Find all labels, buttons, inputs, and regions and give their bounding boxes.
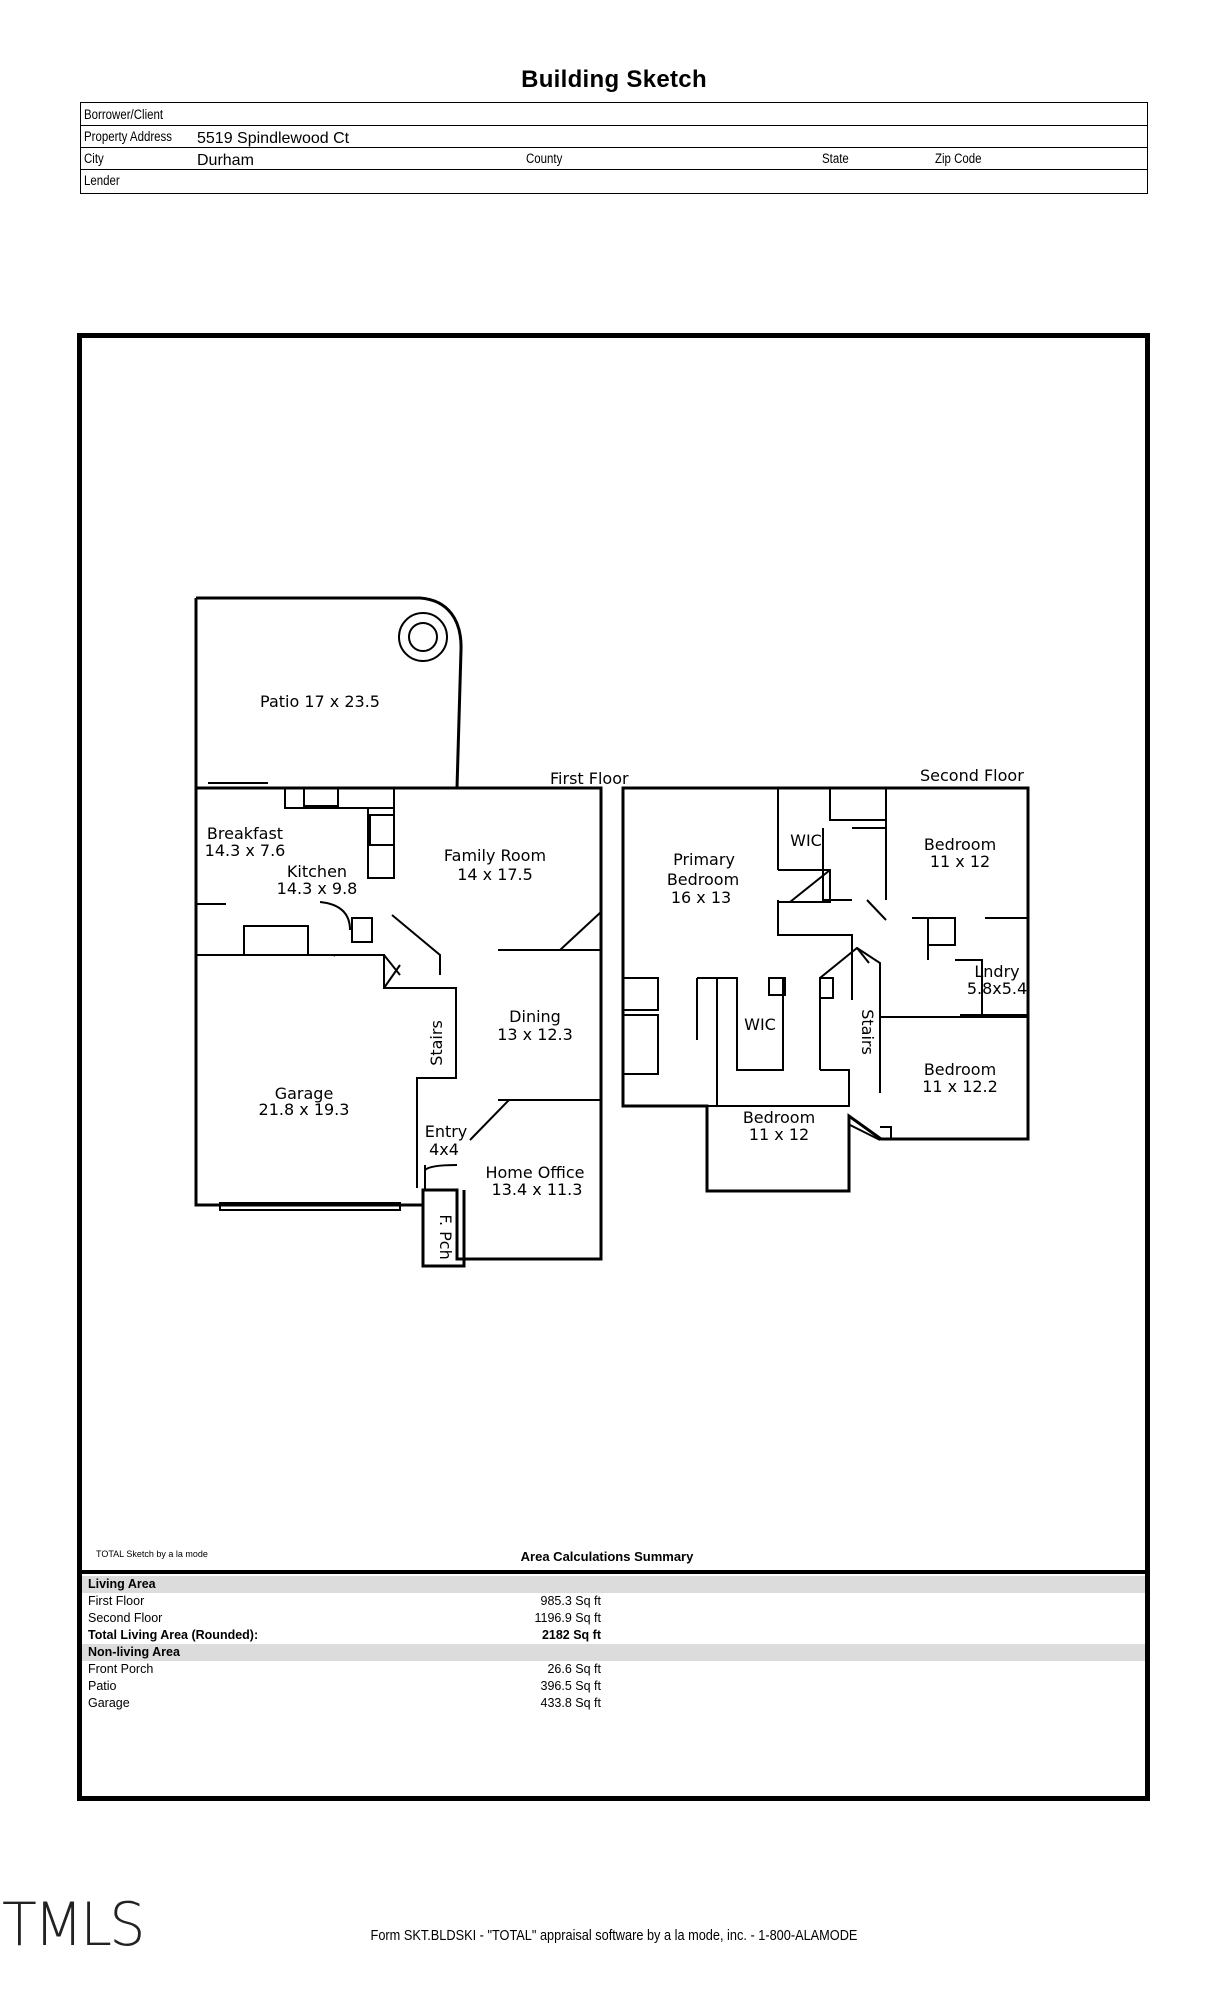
room-stairs-first: Stairs — [427, 1020, 446, 1066]
summary-title: Area Calculations Summary — [520, 1549, 694, 1564]
room-bedroom-1-name: Bedroom — [924, 835, 996, 854]
first-floor-row: First Floor 985.3 Sq ft — [82, 1593, 1145, 1610]
front-porch-value: 26.6 Sq ft — [547, 1662, 601, 1676]
room-entry-name: Entry — [425, 1122, 468, 1141]
sketch-credit: TOTAL Sketch by a la mode — [96, 1549, 208, 1559]
second-floor-row: Second Floor 1196.9 Sq ft — [82, 1610, 1145, 1627]
room-breakfast-name: Breakfast — [207, 824, 283, 843]
zip-label: Zip Code — [935, 151, 982, 166]
city-value: Durham — [197, 152, 254, 169]
room-dining-name: Dining — [509, 1007, 561, 1026]
front-porch-label: Front Porch — [88, 1662, 154, 1676]
room-family-dim: 14 x 17.5 — [457, 865, 533, 884]
city-row: City Durham County State Zip Code — [81, 147, 1147, 170]
garage-row: Garage 433.8 Sq ft — [82, 1695, 1145, 1712]
total-living-row: Total Living Area (Rounded): 2182 Sq ft — [82, 1627, 1145, 1644]
room-garage-dim: 21.8 x 19.3 — [259, 1100, 350, 1119]
room-family-name: Family Room — [444, 846, 546, 865]
room-kitchen-dim: 14.3 x 9.8 — [277, 879, 358, 898]
address-label: Property Address — [84, 129, 173, 144]
address-row: Property Address 5519 Spindlewood Ct — [81, 125, 1147, 148]
room-dining-dim: 13 x 12.3 — [497, 1025, 573, 1044]
front-porch-row: Front Porch 26.6 Sq ft — [82, 1661, 1145, 1678]
room-office-name: Home Office — [485, 1163, 584, 1182]
first-floor-label: First Floor — [550, 769, 629, 788]
form-footer: Form SKT.BLDSKI - "TOTAL" appraisal soft… — [370, 1927, 858, 1944]
total-living-value: 2182 Sq ft — [541, 1628, 601, 1642]
room-primary-name1: Primary — [673, 850, 735, 869]
second-floor-value: 1196.9 Sq ft — [534, 1611, 602, 1625]
city-label: City — [84, 151, 104, 166]
room-bedroom-3-dim: 11 x 12 — [749, 1125, 809, 1144]
room-entry-dim: 4x4 — [429, 1140, 459, 1159]
tmls-logo: TMLS — [2, 1890, 145, 1960]
room-primary-dim: 16 x 13 — [671, 888, 731, 907]
total-living-label: Total Living Area (Rounded): — [88, 1628, 259, 1642]
garage-value: 433.8 Sq ft — [540, 1696, 601, 1710]
room-bedroom-2-name: Bedroom — [924, 1060, 996, 1079]
state-label: State — [822, 151, 849, 166]
garage-label: Garage — [88, 1696, 130, 1710]
room-stairs-second: Stairs — [858, 1009, 877, 1055]
non-living-header: Non-living Area — [82, 1644, 1145, 1661]
borrower-label: Borrower/Client — [84, 107, 164, 122]
address-value: 5519 Spindlewood Ct — [197, 130, 350, 147]
room-bedroom-2-dim: 11 x 12.2 — [922, 1077, 998, 1096]
room-bedroom-3-name: Bedroom — [743, 1108, 815, 1127]
patio-value: 396.5 Sq ft — [540, 1679, 601, 1693]
patio-row: Patio 396.5 Sq ft — [82, 1678, 1145, 1695]
living-area-title: Living Area — [88, 1577, 156, 1591]
room-patio: Patio 17 x 23.5 — [260, 692, 380, 711]
room-bedroom-1-dim: 11 x 12 — [930, 852, 990, 871]
second-floor-label: Second Floor — [920, 766, 1024, 785]
room-breakfast-dim: 14.3 x 7.6 — [205, 841, 286, 860]
room-front-porch: F. Pch — [436, 1214, 455, 1259]
county-label: County — [526, 151, 563, 166]
first-floor-value: 985.3 Sq ft — [540, 1594, 601, 1608]
room-primary-name2: Bedroom — [667, 870, 739, 889]
non-living-title: Non-living Area — [88, 1645, 180, 1659]
property-header-table: Borrower/Client Property Address 5519 Sp… — [80, 102, 1148, 194]
sketch-frame — [77, 333, 1150, 1801]
patio-label: Patio — [88, 1679, 117, 1693]
room-kitchen-name: Kitchen — [287, 862, 347, 881]
area-summary-table: Living Area First Floor 985.3 Sq ft Seco… — [82, 1570, 1145, 1712]
room-wic-upper: WIC — [790, 831, 822, 850]
room-wic-lower: WIC — [744, 1015, 776, 1034]
room-office-dim: 13.4 x 11.3 — [492, 1180, 583, 1199]
room-laundry-dim: 5.8x5.4 — [967, 979, 1027, 998]
first-floor-label: First Floor — [88, 1594, 145, 1608]
page-title: Building Sketch — [521, 66, 707, 93]
lender-row: Lender — [81, 169, 1147, 191]
room-laundry-name: Lndry — [974, 962, 1019, 981]
lender-label: Lender — [84, 173, 120, 188]
living-area-header: Living Area — [82, 1576, 1145, 1593]
room-garage-name: Garage — [275, 1084, 334, 1103]
second-floor-label: Second Floor — [88, 1611, 163, 1625]
borrower-row: Borrower/Client — [81, 103, 1147, 126]
